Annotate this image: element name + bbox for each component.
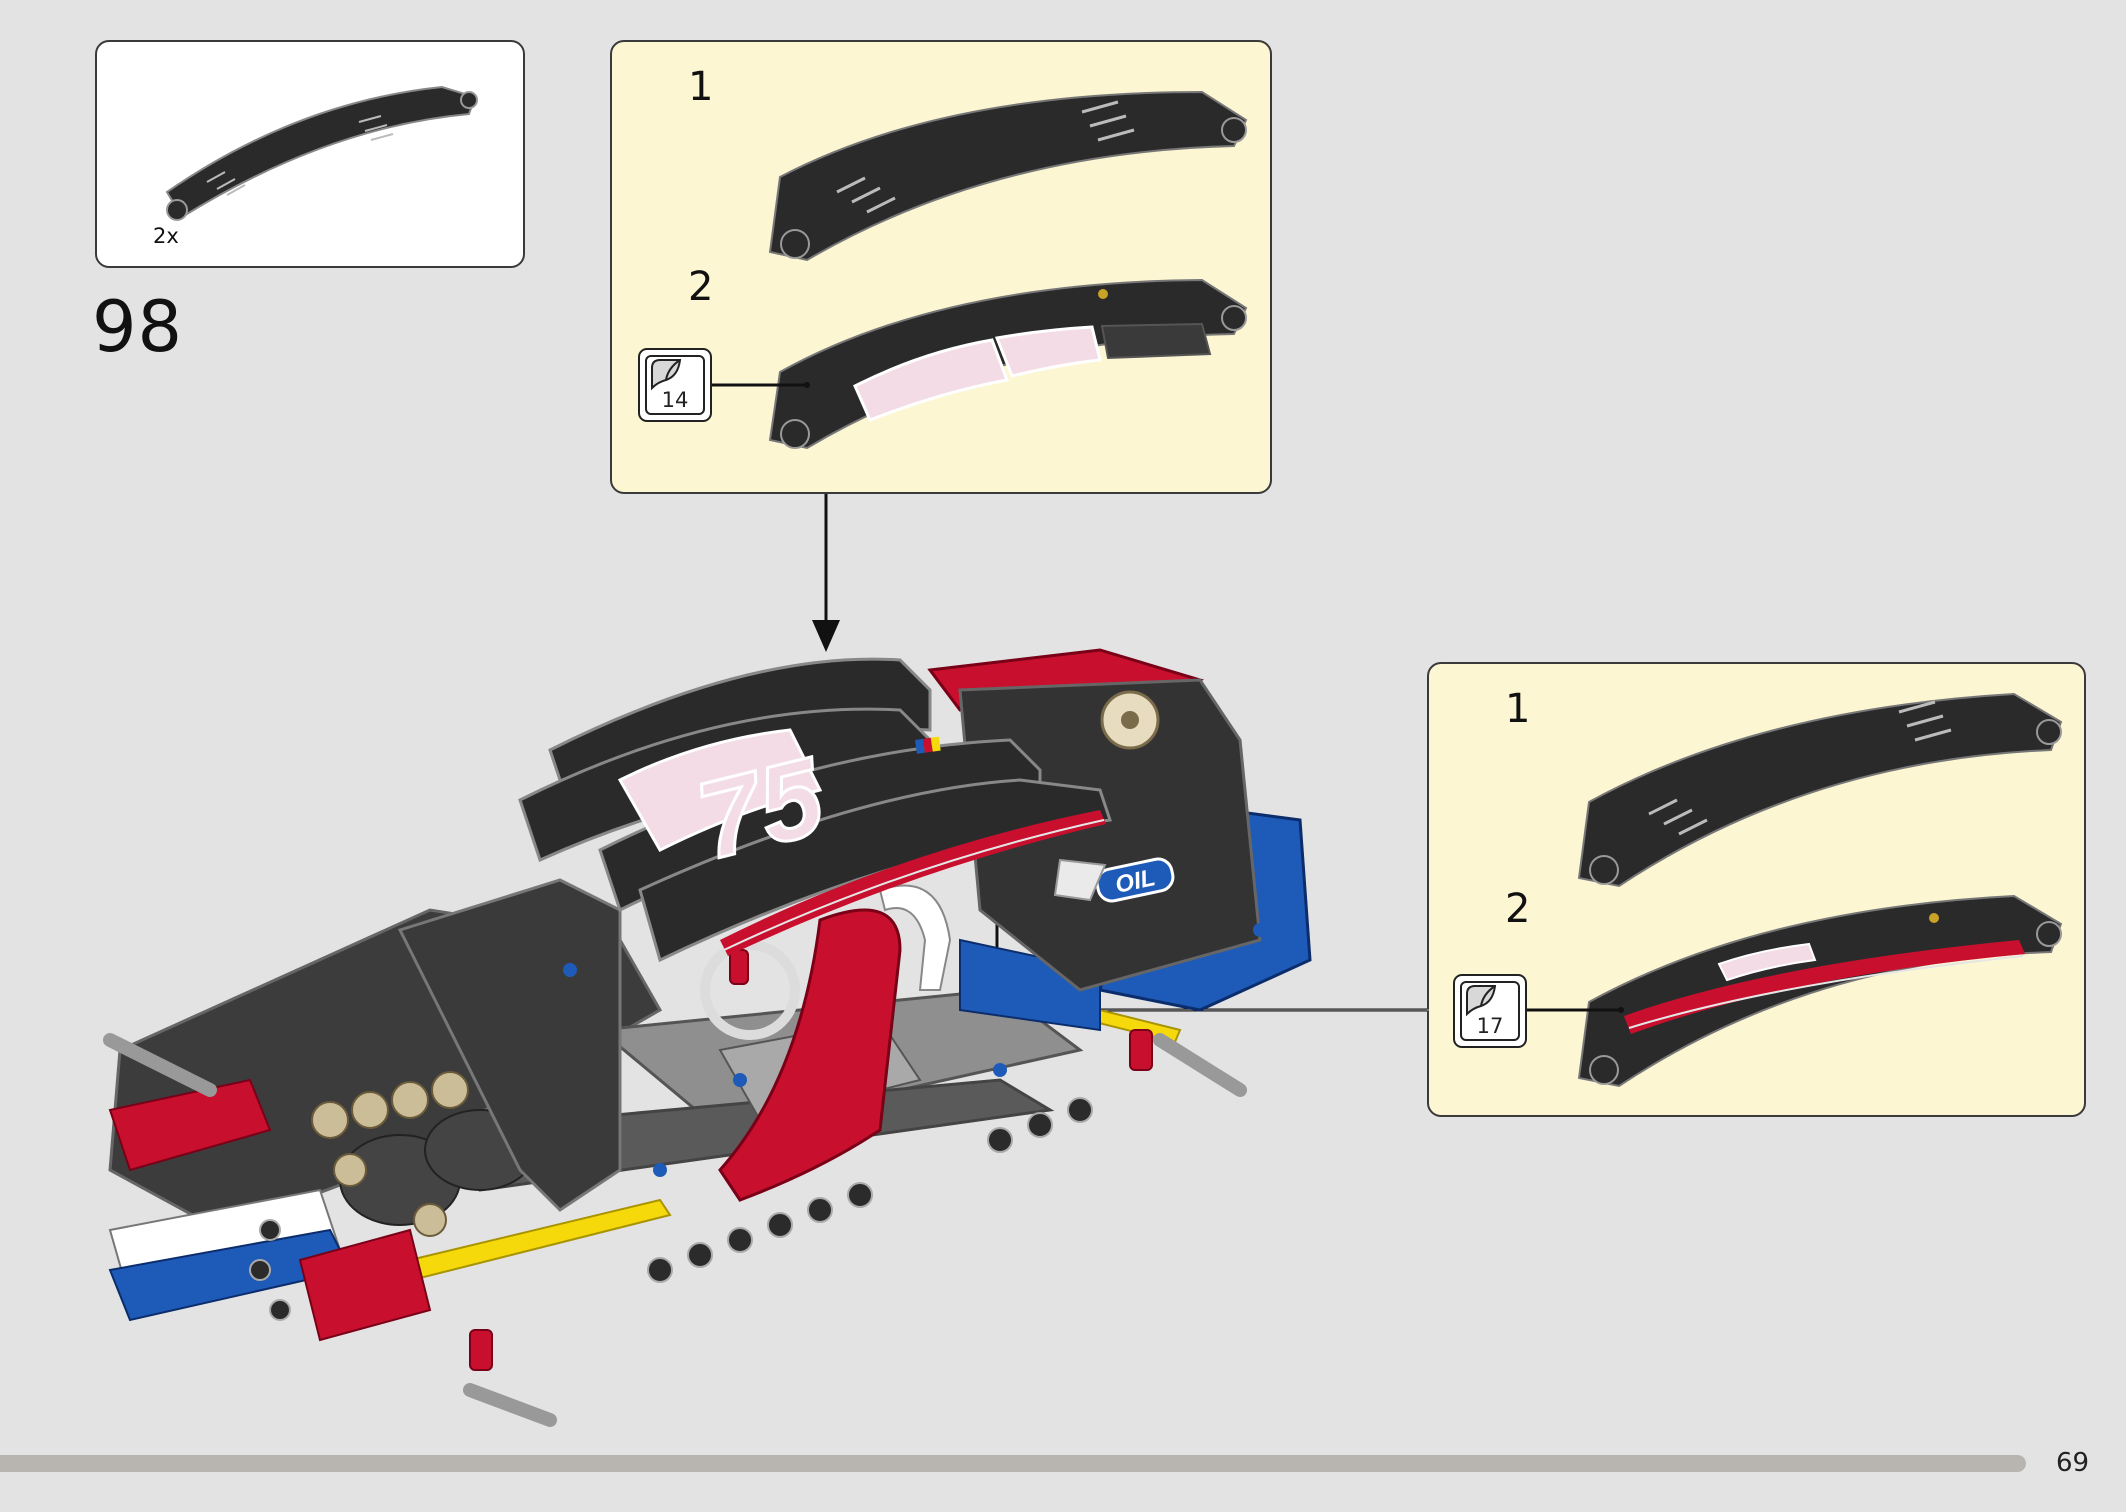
step-number: 98 <box>92 286 184 368</box>
curved-panel-plain-image <box>768 90 1248 262</box>
car-chassis-model-image: 75 OIL <box>103 648 1312 1427</box>
sticker-pointer-line <box>712 382 810 388</box>
sticker-peel-icon <box>1466 985 1497 1017</box>
placement-arrow-down <box>812 494 840 652</box>
curved-panel-with-window-sticker-image <box>768 278 1248 450</box>
page-progress-bar <box>0 1455 2026 1472</box>
sticker-callout-17: 17 <box>1453 974 1527 1048</box>
substep-1-label: 1 <box>688 64 714 110</box>
sticker-number: 17 <box>1476 1014 1504 1038</box>
subassembly-callout-top: 1 2 14 <box>610 40 1272 494</box>
sticker-callout-14: 14 <box>638 348 712 422</box>
substep-2-label: 2 <box>688 264 714 310</box>
curved-panel-part-image <box>165 85 478 221</box>
parts-list-box: 2x <box>95 40 525 268</box>
subassembly-callout-right: 1 2 17 <box>1427 662 2086 1117</box>
sticker-peel-icon <box>651 359 682 391</box>
sticker-pointer-line <box>1527 1007 1624 1013</box>
substep-2-label: 2 <box>1505 886 1531 932</box>
curved-panel-with-stripe-sticker-image <box>1577 894 2063 1088</box>
sticker-number: 14 <box>661 388 689 412</box>
curved-panel-plain-image <box>1577 692 2063 888</box>
page-number: 69 <box>2056 1448 2090 1478</box>
part-quantity: 2x <box>153 224 179 248</box>
substep-1-label: 1 <box>1505 686 1531 732</box>
